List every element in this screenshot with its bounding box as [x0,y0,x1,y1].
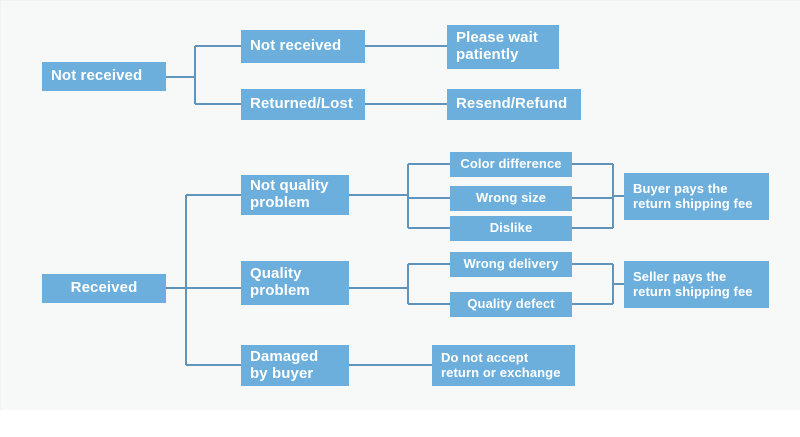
node-please-wait-patiently[interactable]: Please wait patiently [447,25,559,69]
node-label-wrong-delivery: Wrong delivery [463,256,559,272]
node-dislike[interactable]: Dislike [450,216,572,241]
node-resend-refund[interactable]: Resend/Refund [447,89,581,120]
node-label-color-difference: Color difference [460,156,562,172]
node-seller-pays-return-shipping[interactable]: Seller pays the return shipping fee [624,261,769,308]
node-label-buyer-pays-return-shipping: Buyer pays the return shipping fee [633,180,753,211]
node-label-wrong-size: Wrong size [475,190,547,206]
node-quality-problem[interactable]: Quality problem [241,261,349,305]
node-wrong-size[interactable]: Wrong size [450,186,572,211]
node-label-not-quality-problem: Not quality problem [250,177,329,211]
node-buyer-pays-return-shipping[interactable]: Buyer pays the return shipping fee [624,173,769,220]
node-label-resend-refund: Resend/Refund [456,95,568,113]
node-received-root[interactable]: Received [42,274,166,303]
node-label-do-not-accept-return-or-exchange: Do not accept return or exchange [441,349,561,380]
node-returned-lost[interactable]: Returned/Lost [241,89,365,120]
node-wrong-delivery[interactable]: Wrong delivery [450,252,572,277]
node-label-seller-pays-return-shipping: Seller pays the return shipping fee [633,268,753,299]
node-label-damaged-by-buyer: Damaged by buyer [250,347,319,382]
node-color-difference[interactable]: Color difference [450,152,572,177]
node-label-quality-problem: Quality problem [250,265,310,299]
node-quality-defect[interactable]: Quality defect [450,292,572,317]
node-do-not-accept-return-or-exchange[interactable]: Do not accept return or exchange [432,345,575,386]
node-label-returned-lost: Returned/Lost [250,95,353,113]
node-not-received-branch[interactable]: Not received [241,30,365,63]
node-label-not-received-root: Not received [51,67,143,85]
node-not-received-root[interactable]: Not received [42,62,166,91]
node-label-received-root: Received [70,279,138,297]
node-label-dislike: Dislike [489,220,533,236]
node-label-not-received-branch: Not received [250,37,342,55]
node-label-quality-defect: Quality defect [467,296,555,312]
node-damaged-by-buyer[interactable]: Damaged by buyer [241,345,349,386]
node-label-please-wait-patiently: Please wait patiently [456,29,538,63]
node-not-quality-problem[interactable]: Not quality problem [241,175,349,215]
